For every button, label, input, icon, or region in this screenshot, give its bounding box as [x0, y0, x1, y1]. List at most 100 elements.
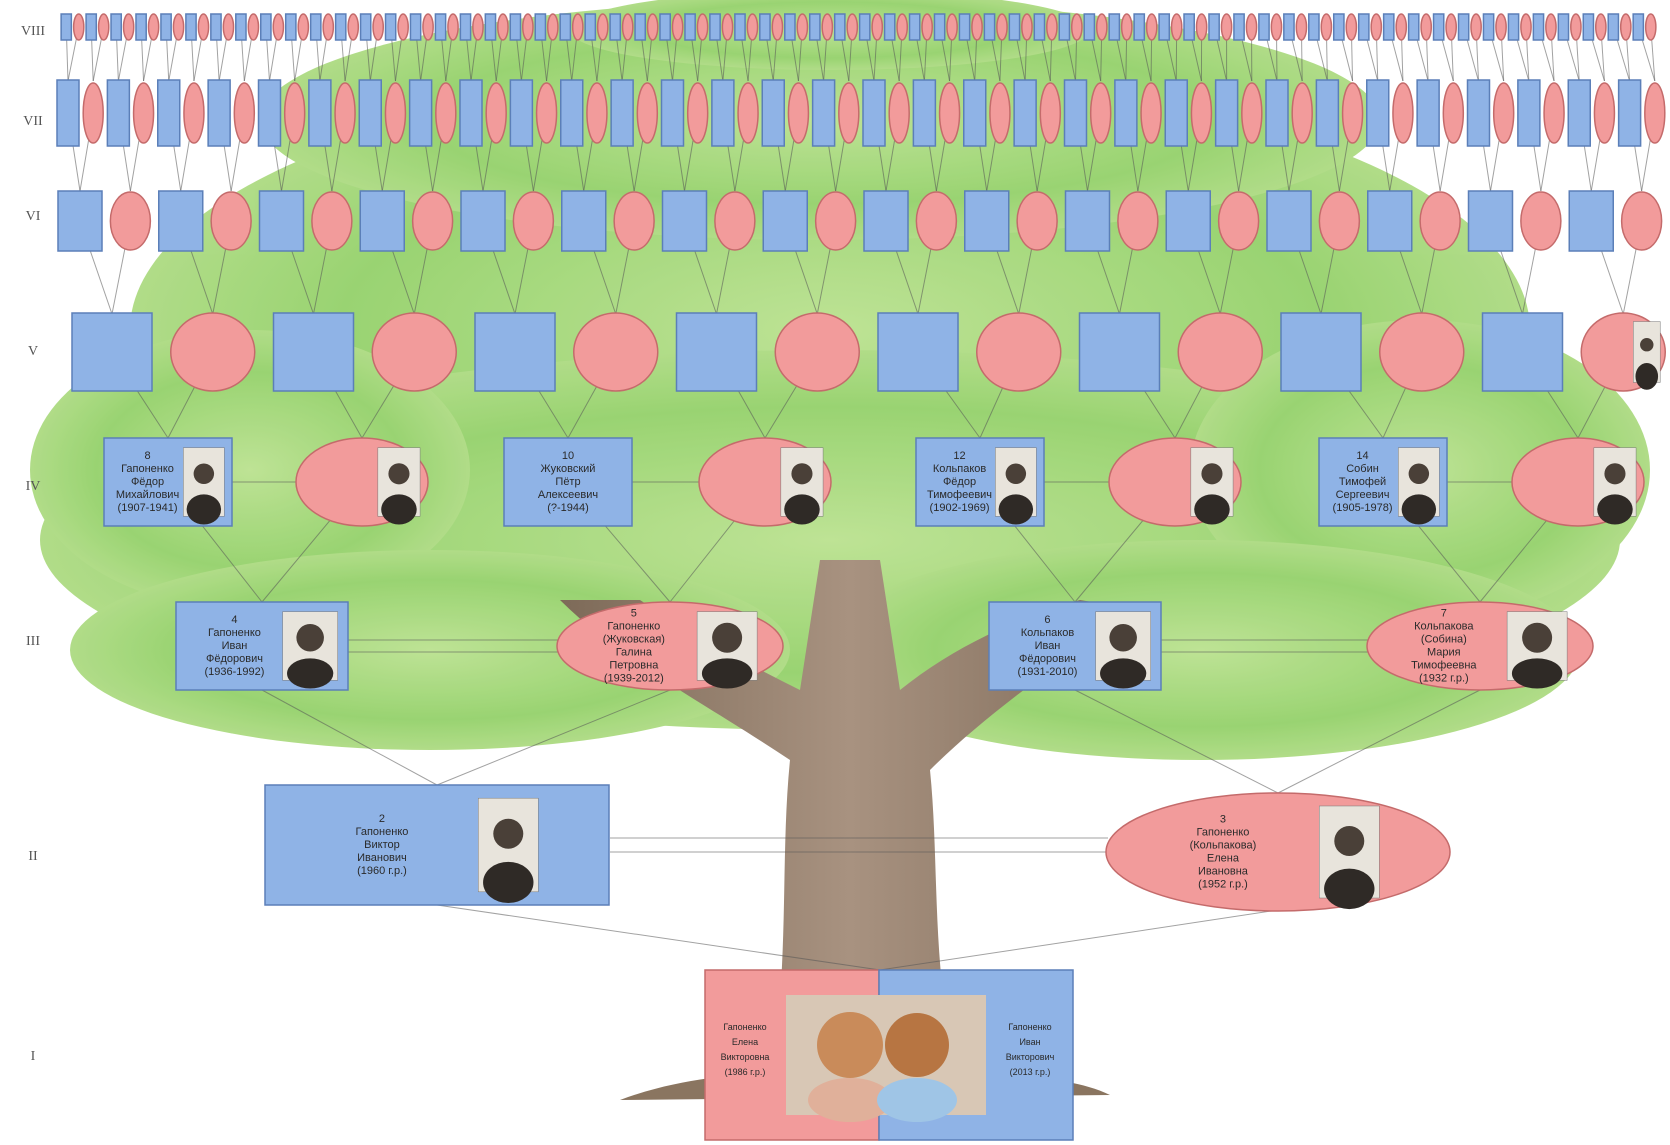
- gen7-person[interactable]: [358, 79, 382, 147]
- gen7-person[interactable]: [761, 79, 785, 147]
- gen8-person[interactable]: [1594, 13, 1607, 41]
- gen6-person[interactable]: [57, 190, 103, 252]
- gen8-person[interactable]: [734, 13, 746, 41]
- gen7-person[interactable]: [912, 79, 937, 147]
- gen8-person[interactable]: [821, 13, 834, 41]
- gen5-person[interactable]: [1280, 312, 1362, 392]
- gen8-person[interactable]: [833, 13, 846, 41]
- gen8-person[interactable]: [1332, 13, 1345, 41]
- gen2-mother[interactable]: 3Гапоненко(Кольпакова)ЕленаИвановна(1952…: [1105, 792, 1451, 912]
- gen8-person[interactable]: [459, 13, 472, 41]
- gen8-person[interactable]: [334, 13, 347, 41]
- gen8-person[interactable]: [1295, 13, 1308, 41]
- gen8-person[interactable]: [259, 13, 272, 41]
- gen3-person[interactable]: 7Кольпакова(Собина)МарияТимофеевна(1932 …: [1366, 601, 1594, 691]
- gen8-person[interactable]: [72, 13, 85, 41]
- gen5-person[interactable]: [1379, 312, 1465, 392]
- gen7-person[interactable]: [1593, 82, 1616, 144]
- gen7-person[interactable]: [233, 82, 256, 144]
- gen8-person[interactable]: [1133, 13, 1146, 41]
- gen5-person[interactable]: [1580, 312, 1666, 392]
- gen6-person[interactable]: [1217, 191, 1260, 251]
- gen7-person[interactable]: [862, 79, 886, 147]
- gen7-person[interactable]: [334, 82, 356, 144]
- gen7-person[interactable]: [686, 82, 709, 144]
- gen7-person[interactable]: [1392, 82, 1414, 144]
- gen8-person[interactable]: [1195, 13, 1208, 41]
- gen6-person[interactable]: [1367, 190, 1413, 252]
- gen8-person[interactable]: [297, 13, 310, 41]
- gen6-person[interactable]: [359, 190, 405, 252]
- gen6-person[interactable]: [613, 191, 655, 251]
- gen7-person[interactable]: [938, 82, 961, 144]
- gen8-person[interactable]: [1357, 13, 1370, 41]
- gen7-person[interactable]: [283, 82, 306, 144]
- gen8-person[interactable]: [946, 13, 958, 41]
- gen7-person[interactable]: [1517, 79, 1541, 147]
- gen8-person[interactable]: [397, 13, 409, 41]
- gen7-person[interactable]: [1190, 82, 1213, 144]
- gen6-person[interactable]: [1467, 190, 1514, 252]
- gen8-person[interactable]: [1220, 13, 1233, 41]
- gen8-person[interactable]: [1632, 13, 1645, 41]
- gen8-person[interactable]: [1208, 13, 1220, 41]
- gen7-person[interactable]: [1617, 79, 1642, 147]
- gen8-person[interactable]: [235, 13, 247, 41]
- gen8-person[interactable]: [596, 13, 609, 41]
- gen8-person[interactable]: [1370, 13, 1383, 41]
- gen8-person[interactable]: [1557, 13, 1570, 41]
- gen6-person[interactable]: [1117, 191, 1159, 251]
- gen8-person[interactable]: [472, 13, 484, 41]
- gen7-person[interactable]: [737, 82, 759, 144]
- gen8-person[interactable]: [284, 13, 297, 41]
- gen8-person[interactable]: [110, 13, 123, 41]
- gen6-person[interactable]: [512, 191, 555, 251]
- gen7-person[interactable]: [1442, 82, 1465, 144]
- gen7-person[interactable]: [207, 79, 231, 147]
- gen8-person[interactable]: [1507, 13, 1520, 41]
- gen6-person[interactable]: [915, 191, 958, 251]
- gen8-person[interactable]: [1545, 13, 1557, 41]
- gen7-person[interactable]: [1466, 79, 1491, 147]
- gen8-person[interactable]: [584, 13, 597, 41]
- gen8-person[interactable]: [522, 13, 534, 41]
- gen7-person[interactable]: [1341, 82, 1364, 144]
- gen8-person[interactable]: [1258, 13, 1270, 41]
- gen7-person[interactable]: [183, 82, 205, 144]
- gen6-person[interactable]: [1419, 191, 1461, 251]
- gen8-person[interactable]: [1582, 13, 1595, 41]
- gen7-person[interactable]: [1114, 79, 1138, 147]
- gen7-person[interactable]: [1416, 79, 1440, 147]
- gen8-person[interactable]: [1308, 13, 1320, 41]
- gen8-person[interactable]: [1083, 13, 1096, 41]
- gen5-person[interactable]: [1481, 312, 1564, 392]
- gen8-person[interactable]: [1233, 13, 1245, 41]
- gen6-person[interactable]: [210, 191, 252, 251]
- gen7-person[interactable]: [811, 79, 836, 147]
- gen8-person[interactable]: [1008, 13, 1021, 41]
- gen8-person[interactable]: [122, 13, 135, 41]
- gen8-person[interactable]: [1532, 13, 1545, 41]
- gen7-person[interactable]: [888, 82, 910, 144]
- gen8-person[interactable]: [1470, 13, 1482, 41]
- gen8-person[interactable]: [871, 13, 884, 41]
- gen5-person[interactable]: [170, 312, 256, 392]
- gen7-person[interactable]: [636, 82, 659, 144]
- gen8-person[interactable]: [1520, 13, 1532, 41]
- gen8-person[interactable]: [1432, 13, 1445, 41]
- gen6-person[interactable]: [1016, 191, 1058, 251]
- gen6-person[interactable]: [109, 191, 152, 251]
- gen8-person[interactable]: [372, 13, 385, 41]
- gen8-person[interactable]: [634, 13, 647, 41]
- gen8-person[interactable]: [796, 13, 809, 41]
- gen8-person[interactable]: [808, 13, 821, 41]
- gen7-person[interactable]: [711, 79, 735, 147]
- gen5-person[interactable]: [1078, 312, 1161, 392]
- gen7-person[interactable]: [459, 79, 483, 147]
- gen8-person[interactable]: [883, 13, 896, 41]
- gen5-person[interactable]: [371, 312, 457, 392]
- gen8-person[interactable]: [1457, 13, 1470, 41]
- gen7-person[interactable]: [408, 79, 433, 147]
- gen8-person[interactable]: [559, 13, 572, 41]
